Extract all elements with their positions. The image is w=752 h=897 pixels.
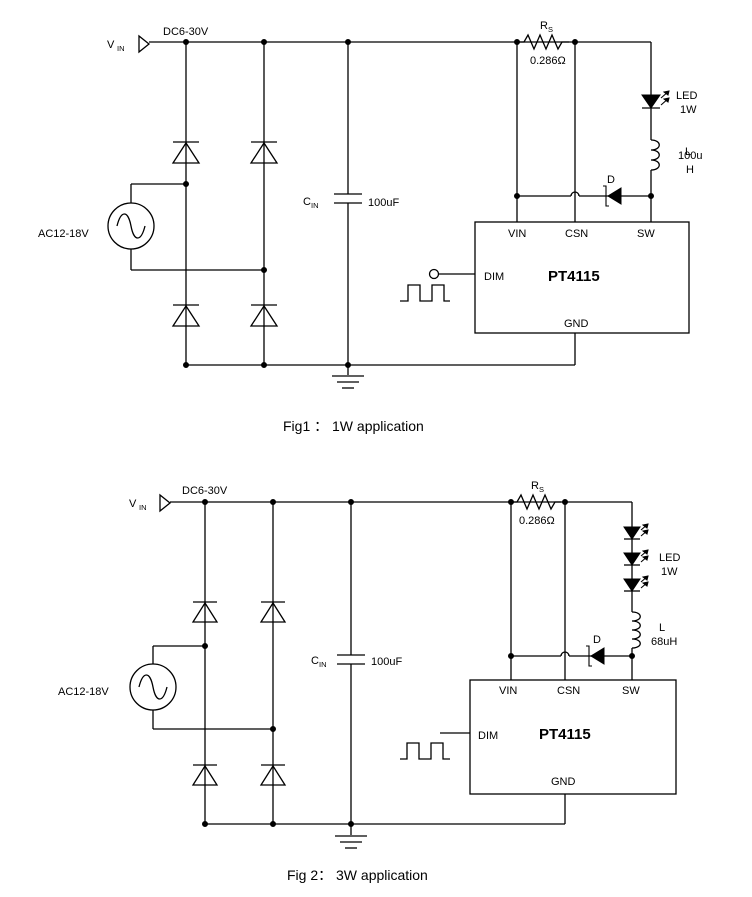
inductor-coil bbox=[631, 611, 641, 649]
vin-input-arrow bbox=[159, 493, 172, 513]
schottky-diode-icon bbox=[586, 645, 605, 667]
rs-value: 0.286Ω bbox=[519, 515, 555, 527]
cap-label: C bbox=[303, 196, 311, 208]
pin-csn: CSN bbox=[557, 685, 580, 697]
cap-value: 100uF bbox=[368, 197, 399, 209]
cap-label-sub: IN bbox=[319, 660, 327, 669]
led-icon bbox=[641, 90, 670, 109]
inductor-value: 68uH bbox=[651, 636, 677, 648]
pin-sw: SW bbox=[622, 685, 640, 697]
pin-gnd: GND bbox=[551, 776, 576, 788]
vin-input-arrow bbox=[138, 34, 151, 54]
ground-icon bbox=[332, 375, 364, 389]
sine-wave-icon bbox=[116, 213, 146, 239]
figure-2-3w-application: V IN DC6-30V bbox=[58, 480, 680, 883]
inductor-label: L bbox=[685, 146, 691, 158]
cap-label: C bbox=[311, 655, 319, 667]
vin-label: V bbox=[107, 39, 115, 51]
pin-vin: VIN bbox=[508, 228, 526, 240]
inductor-value: 100u bbox=[678, 150, 702, 162]
pin-csn: CSN bbox=[565, 228, 588, 240]
ground-icon bbox=[335, 835, 367, 849]
pin-dim: DIM bbox=[478, 730, 498, 742]
vin-label-sub: IN bbox=[139, 503, 147, 512]
pt4115-chip bbox=[474, 221, 690, 334]
rs-label: R bbox=[540, 20, 548, 32]
inductor-label: L bbox=[659, 622, 665, 634]
led-icon bbox=[623, 523, 649, 540]
rs-value: 0.286Ω bbox=[530, 55, 566, 67]
pin-dim: DIM bbox=[484, 271, 504, 283]
led-power: 1W bbox=[680, 104, 697, 116]
input-capacitor bbox=[337, 502, 365, 824]
cap-label-sub: IN bbox=[311, 201, 319, 210]
rectifier-diode bbox=[259, 601, 287, 623]
rectifier-diode bbox=[191, 764, 219, 786]
chip-name: PT4115 bbox=[548, 268, 600, 285]
pin-vin: VIN bbox=[499, 685, 517, 697]
vin-label: V bbox=[129, 498, 137, 510]
bridge-rectifier bbox=[171, 42, 279, 368]
led-power: 1W bbox=[661, 566, 678, 578]
ac-source-circle bbox=[107, 202, 155, 250]
rs-label: R bbox=[531, 480, 539, 492]
chip-name: PT4115 bbox=[539, 726, 591, 743]
led-label: LED bbox=[659, 552, 680, 564]
pin-gnd: GND bbox=[564, 318, 589, 330]
figure-1-caption: Fig1 ： 1W application bbox=[283, 418, 424, 434]
bridge-rectifier bbox=[191, 502, 287, 827]
pin-sw: SW bbox=[637, 228, 655, 240]
supply-voltage-label: DC6-30V bbox=[182, 485, 228, 497]
pwm-waveform-icon bbox=[400, 742, 450, 760]
input-capacitor bbox=[334, 42, 362, 365]
figure-2-caption: Fig 2： 3W application bbox=[287, 867, 428, 883]
supply-voltage-label: DC6-30V bbox=[163, 26, 209, 38]
rectifier-diode bbox=[191, 601, 219, 623]
schottky-diode-icon bbox=[603, 185, 622, 207]
rectifier-diode bbox=[249, 304, 279, 327]
figure-1-1w-application: V IN DC6-30V bbox=[38, 20, 702, 434]
inductor-unit: H bbox=[686, 164, 694, 176]
cap-value: 100uF bbox=[371, 656, 402, 668]
led-icon bbox=[623, 549, 649, 566]
ac-source bbox=[129, 645, 273, 730]
vin-label-sub: IN bbox=[117, 44, 125, 53]
rectifier-diode bbox=[171, 304, 201, 327]
sine-wave-icon bbox=[138, 674, 168, 700]
pt4115-chip bbox=[469, 679, 677, 795]
led-label: LED bbox=[676, 90, 697, 102]
led-icon bbox=[623, 575, 649, 592]
rs-label-sub: S bbox=[539, 485, 544, 494]
rectifier-diode bbox=[249, 141, 279, 164]
pwm-waveform-icon bbox=[400, 284, 450, 302]
diode-label: D bbox=[607, 174, 615, 186]
ac-source-circle bbox=[129, 663, 177, 711]
dim-input-terminal bbox=[428, 268, 440, 280]
rs-label-sub: S bbox=[548, 25, 553, 34]
rectifier-diode bbox=[171, 141, 201, 164]
ac-voltage-label: AC12-18V bbox=[38, 228, 89, 240]
diode-label: D bbox=[593, 634, 601, 646]
ac-source bbox=[107, 183, 264, 271]
ac-voltage-label: AC12-18V bbox=[58, 686, 109, 698]
inductor-coil bbox=[650, 139, 660, 171]
rectifier-diode bbox=[259, 764, 287, 786]
